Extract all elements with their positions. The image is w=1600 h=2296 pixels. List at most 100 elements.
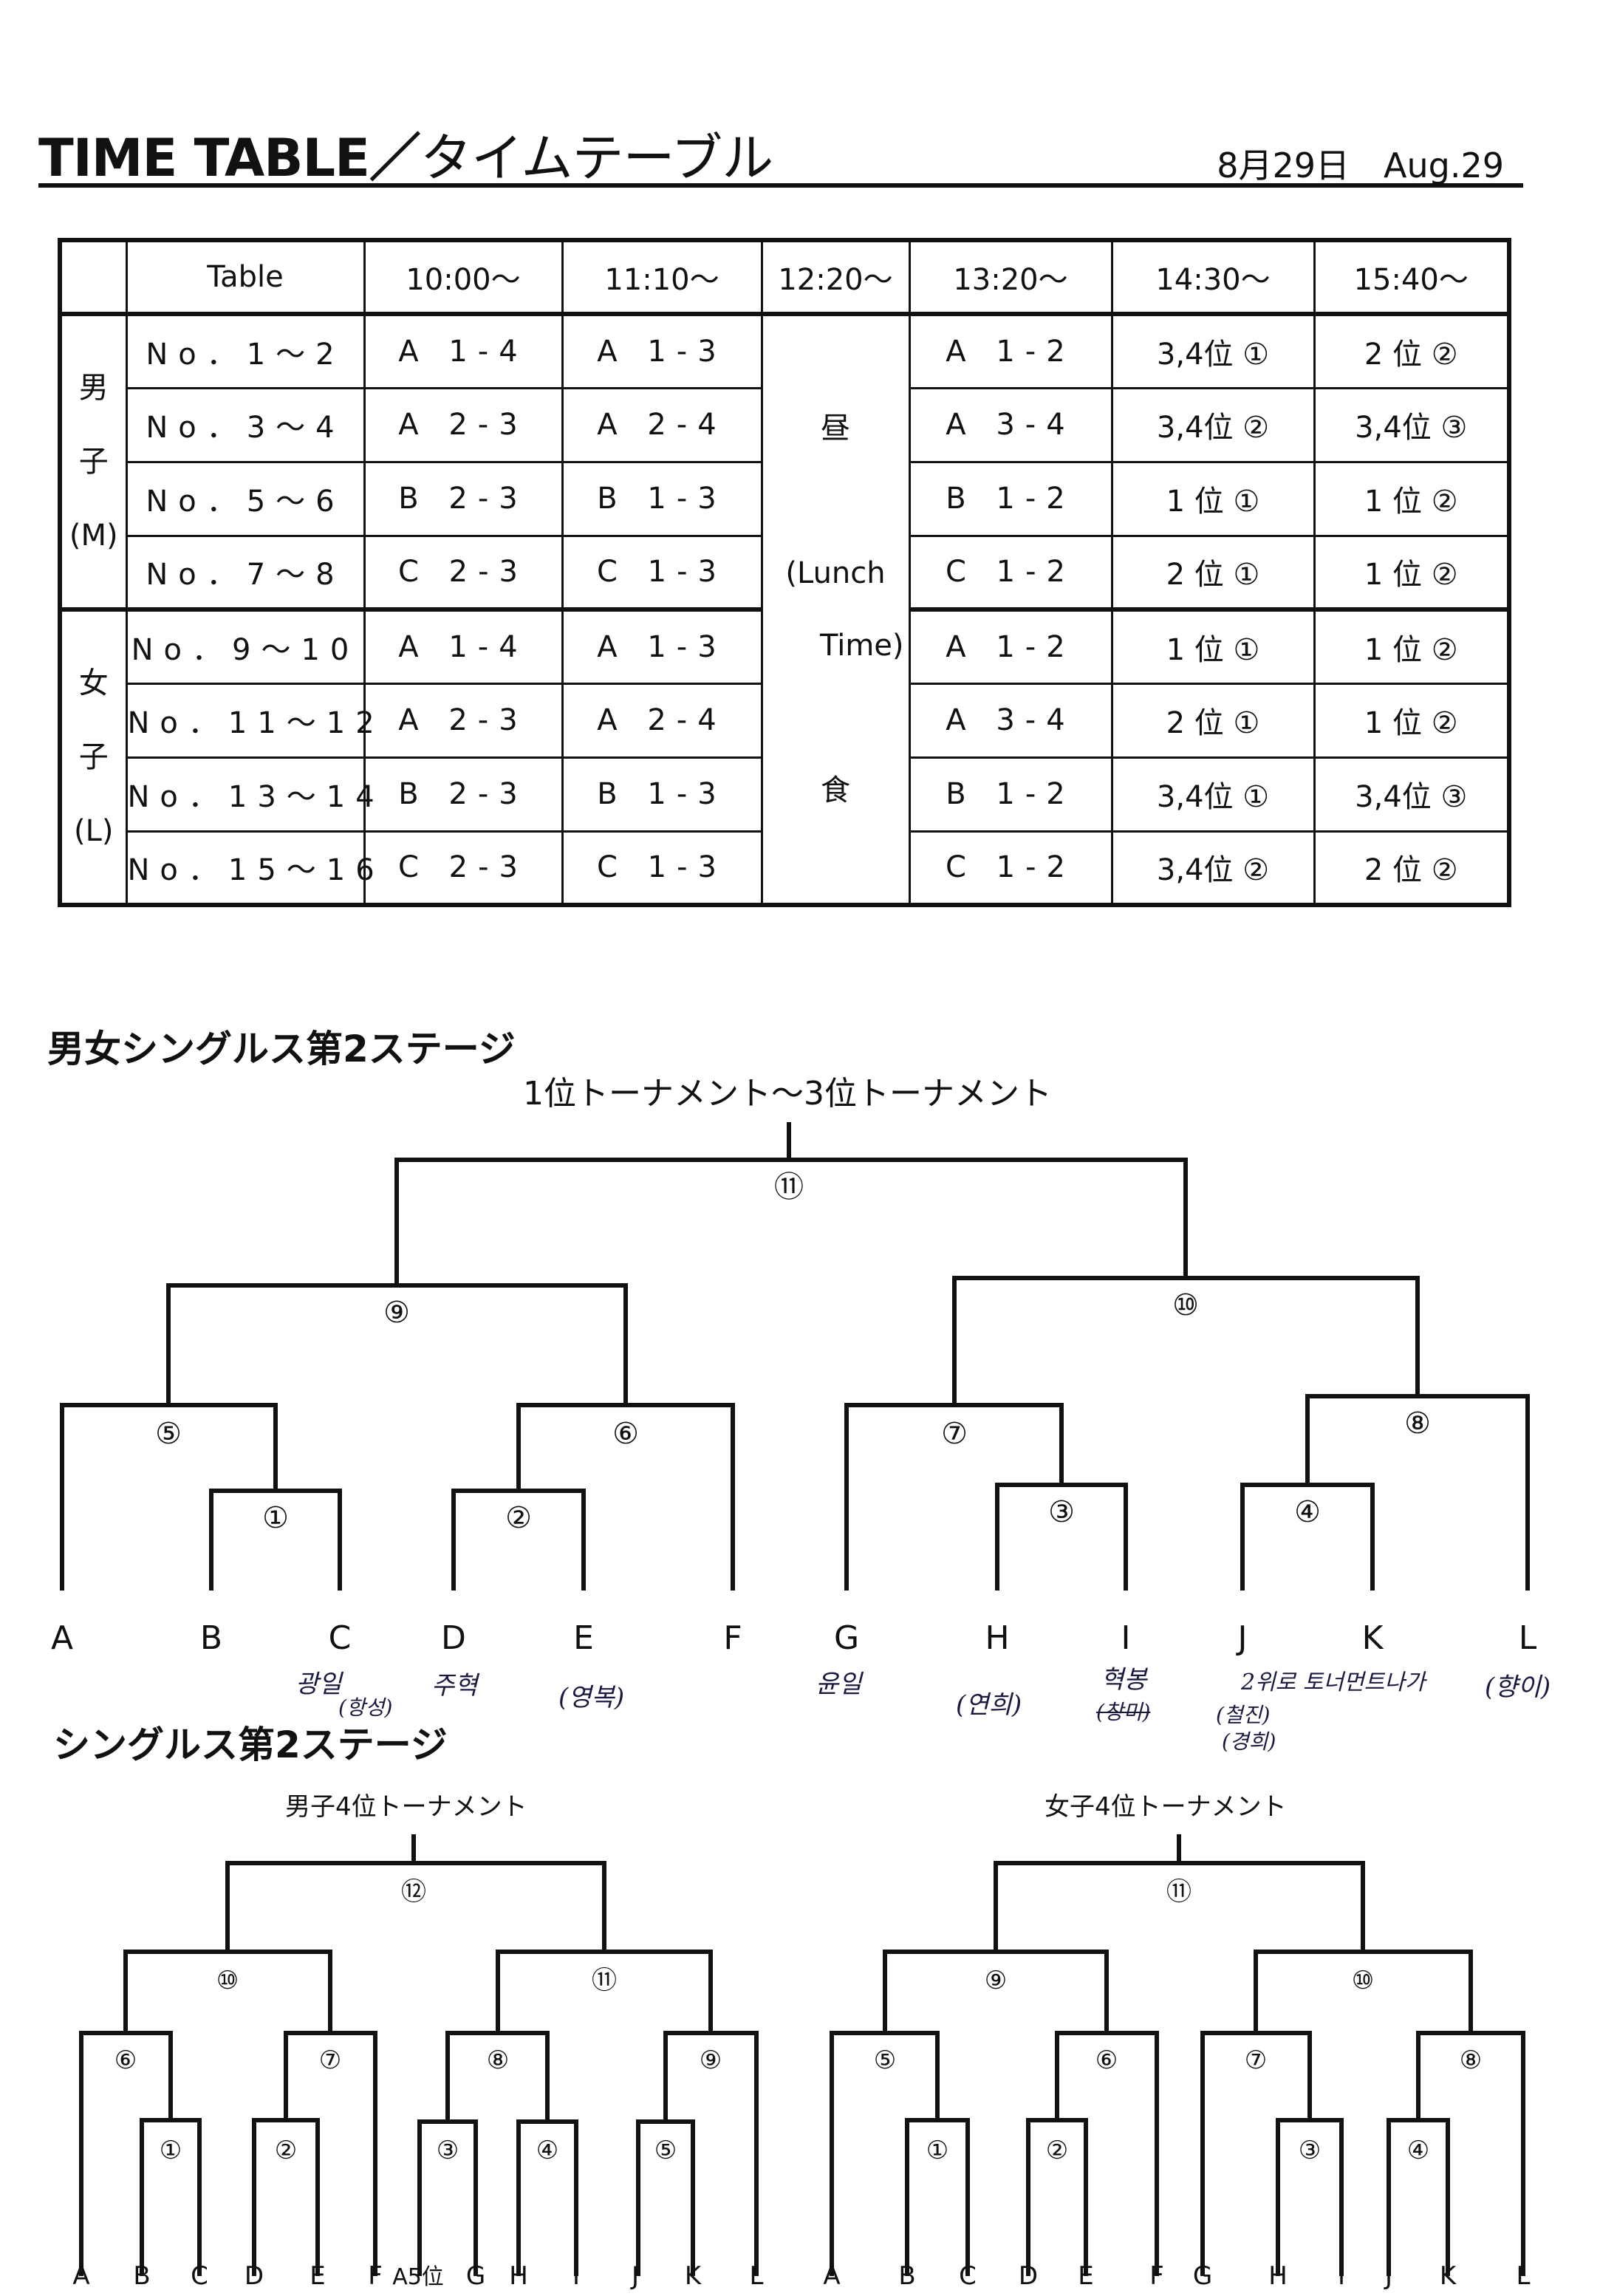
- player-slot: J: [630, 2261, 639, 2291]
- player-slot: C: [959, 2261, 977, 2291]
- player-slot: H: [985, 1619, 1009, 1657]
- match-number: ⑤: [155, 1417, 182, 1451]
- match-number: ④: [536, 2136, 558, 2165]
- match-number: ⑫: [401, 1877, 426, 1907]
- table-row: No．3～4 A 2-3 A 2-4 A 3-4 3,4位 ② 3,4位 ③: [60, 386, 1511, 463]
- match-number: ⑤: [654, 2136, 677, 2165]
- timetable: Table 10:00～ 11:10～ 12:20～ 13:20～ 14:30～…: [58, 238, 1511, 907]
- match-number: ④: [1407, 2136, 1429, 2165]
- table-row: No．7～8 C 2-3 C 1-3 C 1-2 2 位 ① 1 位 ②: [60, 534, 1511, 611]
- match-number: ⑩: [1172, 1288, 1199, 1322]
- handwritten-note: 혁봉: [1101, 1665, 1147, 1695]
- handwritten-note: (연희): [956, 1690, 1022, 1720]
- match-number: ⑤: [874, 2046, 896, 2075]
- player-slot: C: [191, 2261, 208, 2291]
- match-number: ④: [1294, 1495, 1321, 1529]
- match-number: ③: [437, 2136, 459, 2165]
- handwritten-note: (영복): [558, 1683, 625, 1712]
- header-1000: 10:00～: [363, 239, 564, 316]
- women-4th-title: 女子4位トーナメント: [1045, 1792, 1287, 1822]
- stage1-heading: 男女シングルス第2ステージ: [47, 1028, 516, 1070]
- match-number: ⑧: [1404, 1407, 1431, 1441]
- table-row: 女 子 (L) No．9～10 A 1-4 A 1-3 A 1-2 1 位 ① …: [58, 607, 1511, 906]
- match-number: ⑩: [216, 1966, 239, 1995]
- header-1430: 14:30～: [1110, 239, 1316, 316]
- handwritten-note: (향이): [1485, 1673, 1551, 1702]
- match-number: ⑥: [612, 1417, 639, 1451]
- table-row: No．11～12 A 2-3 A 2-4 A 3-4 2 位 ① 1 位 ②: [60, 682, 1511, 759]
- handwritten-note: (창미): [1096, 1700, 1151, 1724]
- table-row: No．13～14 B 2-3 B 1-3 B 1-2 3,4位 ① 3,4位 ③: [60, 756, 1511, 833]
- handwritten-note: 광일: [295, 1670, 342, 1699]
- player-slot: E: [310, 2261, 325, 2291]
- player-slot: D: [245, 2261, 264, 2291]
- player-slot: K: [685, 2261, 702, 2291]
- handwritten-note: 2위로 토너먼트나가: [1241, 1670, 1426, 1695]
- page-title: TIME TABLE／タイムテーブル: [38, 117, 773, 191]
- player-slot: K: [1440, 2261, 1457, 2291]
- header-1320: 13:20～: [908, 239, 1113, 316]
- match-number: ②: [1046, 2136, 1068, 2165]
- player-slot: I: [572, 2261, 580, 2291]
- header-1110: 11:10～: [561, 239, 763, 316]
- handwritten-note: 주혁: [431, 1671, 478, 1701]
- match-number: ①: [926, 2136, 948, 2165]
- header-1220: 12:20～: [760, 239, 911, 316]
- player-slot: G: [1193, 2261, 1212, 2291]
- group-label-men: 男 子 (M): [58, 312, 128, 611]
- match-number: ⑦: [941, 1417, 968, 1451]
- handwritten-note: (철진): [1216, 1703, 1271, 1727]
- bracket-line: [225, 1861, 606, 1954]
- group-label-women: 女 子 (L): [58, 607, 128, 906]
- match-number: ⑨: [383, 1296, 410, 1330]
- match-number: ⑦: [1245, 2046, 1267, 2075]
- player-slot: E: [1078, 2261, 1093, 2291]
- match-number: ⑧: [487, 2046, 509, 2075]
- match-number: ②: [275, 2136, 297, 2165]
- stage1-subtitle: 1位トーナメント～3位トーナメント: [523, 1075, 1052, 1113]
- player-slot: D: [441, 1619, 466, 1657]
- match-number: ⑥: [114, 2046, 137, 2075]
- match-number: ⑪: [592, 1966, 617, 1995]
- player-slot: B: [200, 1619, 222, 1657]
- player-slot: B: [898, 2261, 915, 2291]
- player-slot: G: [466, 2261, 485, 2291]
- player-slot: L: [1519, 1619, 1537, 1657]
- player-slot: E: [573, 1619, 594, 1657]
- player-slot: F: [1149, 2261, 1164, 2291]
- player-slot: L: [750, 2261, 764, 2291]
- bracket-line: [994, 1861, 1365, 1954]
- men-4th-title: 男子4位トーナメント: [285, 1792, 527, 1822]
- match-number: ⑨: [985, 1966, 1007, 1995]
- player-slot: A5位: [392, 2264, 444, 2290]
- player-slot: H: [1268, 2261, 1288, 2291]
- match-number: ②: [505, 1501, 532, 1535]
- handwritten-note: (경희): [1222, 1729, 1276, 1754]
- player-slot: A: [72, 2261, 89, 2291]
- player-slot: J: [1384, 2261, 1392, 2291]
- header-1540: 15:40～: [1313, 239, 1511, 316]
- match-number: ⑩: [1352, 1966, 1374, 1995]
- player-slot: J: [1236, 1619, 1248, 1657]
- match-number: ③: [1299, 2136, 1321, 2165]
- title-rule: [38, 183, 1523, 188]
- match-number: ⑪: [774, 1170, 804, 1204]
- player-slot: H: [509, 2261, 528, 2291]
- match-number: ⑦: [319, 2046, 341, 2075]
- lunch-cell: 昼 (Lunch Time) 食: [760, 312, 911, 906]
- table-row: 男 子 (M) No．1～2 A 1-4 A 1-3 昼 (Lunch Time…: [58, 312, 1511, 906]
- match-number: ①: [160, 2136, 182, 2165]
- player-slot: F: [723, 1619, 742, 1657]
- player-slot: I: [1338, 2261, 1345, 2291]
- title-en: TIME TABLE／: [38, 128, 421, 188]
- table-row: No．15～16 C 2-3 C 1-3 C 1-2 3,4位 ② 2 位 ②: [60, 830, 1511, 906]
- match-number: ①: [262, 1501, 289, 1535]
- player-slot: G: [834, 1619, 859, 1657]
- player-slot: L: [1517, 2261, 1531, 2291]
- player-slot: D: [1019, 2261, 1038, 2291]
- timetable-header-row: Table 10:00～ 11:10～ 12:20～ 13:20～ 14:30～…: [58, 239, 1511, 316]
- match-number: ⑧: [1460, 2046, 1482, 2075]
- player-slot: A: [823, 2261, 840, 2291]
- match-number: ③: [1048, 1495, 1075, 1529]
